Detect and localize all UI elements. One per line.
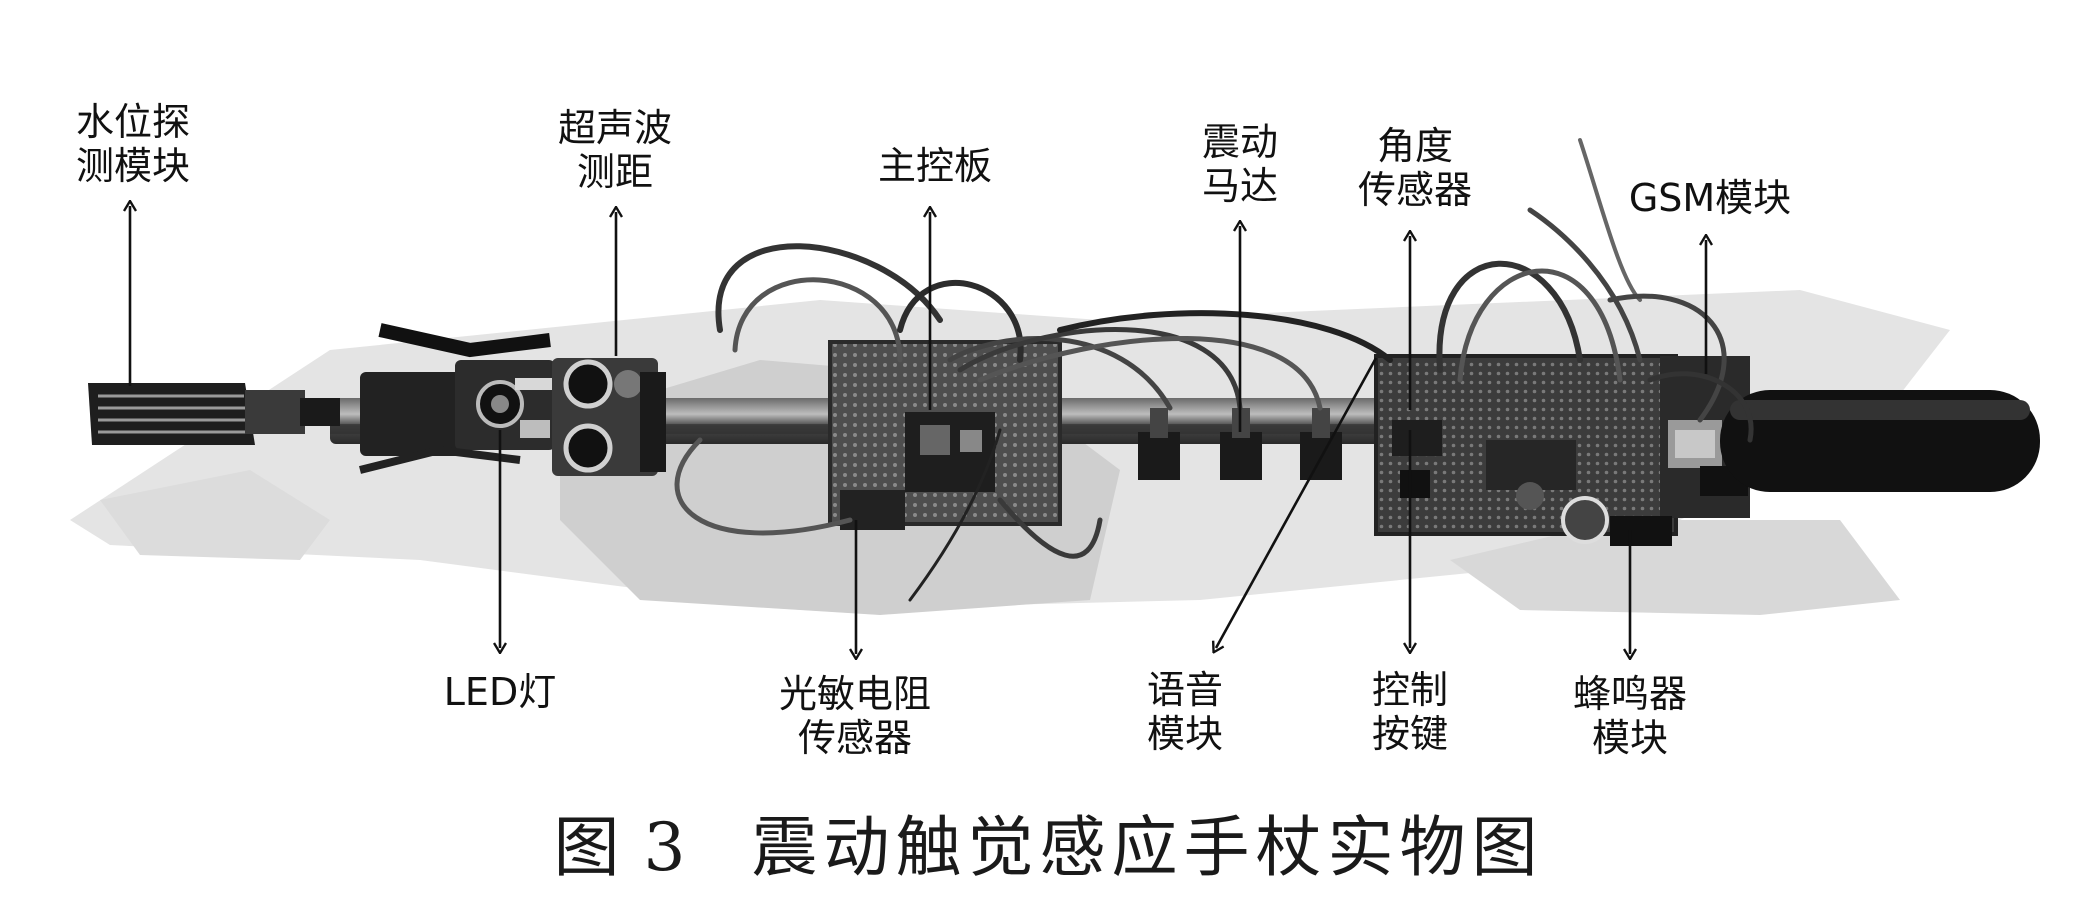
leader-arrows <box>130 206 1706 654</box>
label-main-board: 主控板 <box>877 144 992 188</box>
wires <box>674 138 1754 602</box>
vibration-motors <box>1138 408 1342 480</box>
ultrasonic-sensor <box>552 358 666 476</box>
label-control-keys: 控制 按键 <box>1371 668 1448 756</box>
label-gsm: GSM模块 <box>1628 176 1792 220</box>
water-level-probe <box>88 383 340 445</box>
label-water-level: 水位探 测模块 <box>75 100 190 188</box>
buzzer-module <box>1561 496 1672 546</box>
arrow-voice <box>1216 357 1378 648</box>
label-buzzer: 蜂鸣器 模块 <box>1572 672 1687 760</box>
label-photoresistor: 光敏电阻 传感器 <box>778 672 931 760</box>
main-control-board <box>828 340 1062 530</box>
label-led: LED灯 <box>443 670 557 714</box>
caption-title: 震动触觉感应手杖实物图 <box>751 809 1544 886</box>
caption-prefix: 图 <box>553 809 626 886</box>
led-module <box>359 323 555 474</box>
label-voice: 语音 模块 <box>1146 668 1223 756</box>
sensor-board <box>1374 354 1678 536</box>
label-ultrasonic: 超声波 测距 <box>557 106 672 194</box>
label-vibration-motor: 震动 马达 <box>1201 120 1278 208</box>
cane-handle <box>1720 390 2040 492</box>
gsm-module <box>1660 356 1750 518</box>
caption-number: 3 <box>643 809 692 886</box>
label-angle-sensor: 角度 传感器 <box>1357 124 1472 212</box>
